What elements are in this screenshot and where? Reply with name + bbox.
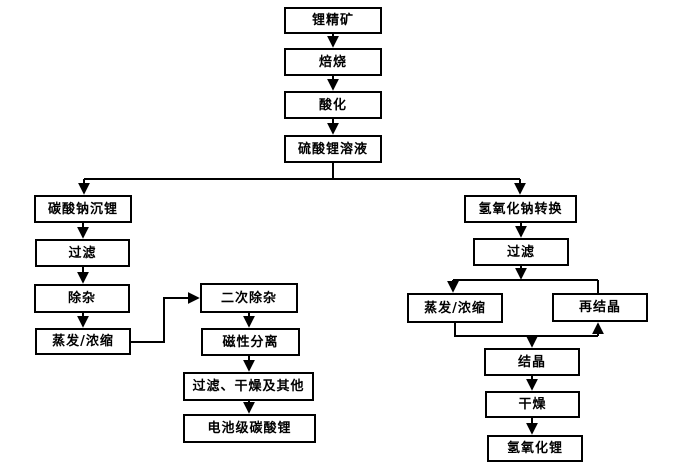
flow-node-filtration-drying-others: 过滤、干燥及其他: [183, 372, 314, 401]
flow-node-filtration-left: 过滤: [35, 239, 130, 267]
flow-node-lithium-hydroxide: 氢氧化锂: [487, 435, 583, 462]
flow-node-sodium-carbonate-precipitation: 碳酸钠沉锂: [34, 195, 132, 223]
flow-node-sodium-hydroxide-conversion: 氢氧化钠转换: [464, 195, 577, 223]
flow-node-lithium-sulfate-solution: 硫酸锂溶液: [284, 135, 382, 163]
flow-node-drying: 干燥: [485, 391, 580, 418]
flow-node-filtration-right: 过滤: [473, 238, 569, 266]
flow-node-battery-grade-lithium-carbonate: 电池级碳酸锂: [183, 414, 316, 443]
flow-node-evaporation-concentration-left: 蒸发/浓缩: [35, 328, 131, 355]
flow-node-evaporation-concentration-right: 蒸发/浓缩: [407, 293, 503, 323]
flow-node-roasting: 焙烧: [284, 48, 382, 76]
flow-node-crystallization: 结晶: [484, 348, 580, 376]
flow-edges: [77, 34, 604, 435]
flow-node-recrystallization: 再结晶: [552, 293, 648, 322]
flow-node-lithium-concentrate: 锂精矿: [284, 7, 382, 34]
flow-node-acidification: 酸化: [284, 91, 382, 119]
flow-node-magnetic-separation: 磁性分离: [201, 328, 300, 356]
flow-node-impurity-removal: 除杂: [34, 284, 130, 313]
flow-node-secondary-impurity-removal: 二次除杂: [200, 283, 298, 313]
connector-evaporation-right-collector-bar: [454, 323, 598, 337]
connector-evaporation-left-to-secondary-removal: [131, 292, 200, 343]
